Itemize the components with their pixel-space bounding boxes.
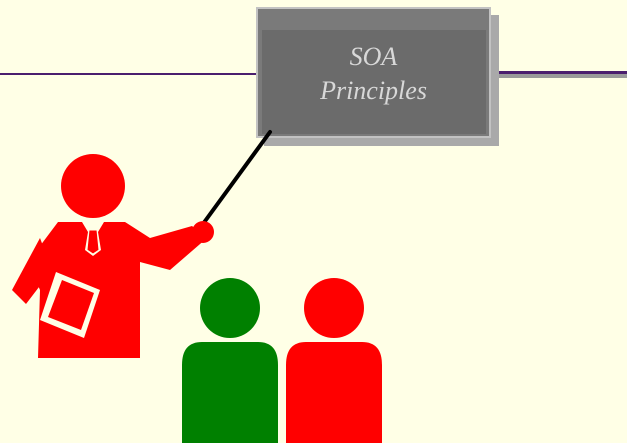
pointer-icon	[198, 130, 272, 230]
board-title-line2: Principles	[320, 76, 427, 105]
header-rule-right	[492, 71, 627, 74]
board-title-line1: SOA	[349, 42, 398, 71]
header-rule-right-shadow	[492, 74, 627, 78]
audience-member-icon	[182, 278, 278, 443]
board-title: SOA Principles	[256, 40, 491, 108]
presenter-icon	[12, 154, 214, 358]
clipboard-face	[48, 280, 94, 330]
audience-member-icon	[286, 278, 382, 443]
board-panel	[262, 30, 486, 134]
presenter-tie	[86, 229, 100, 255]
header-rule-left	[0, 73, 262, 75]
